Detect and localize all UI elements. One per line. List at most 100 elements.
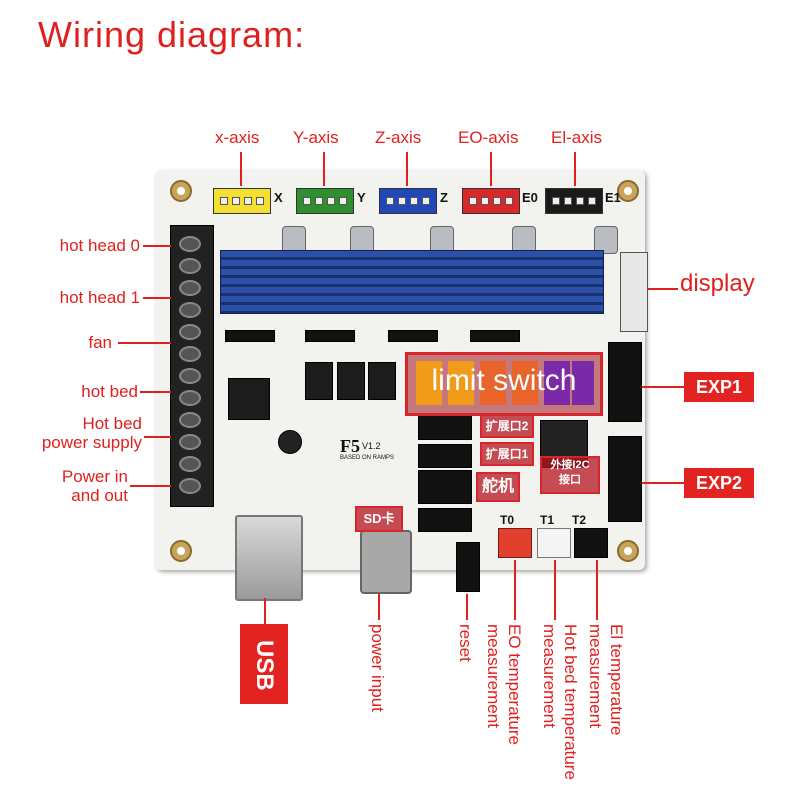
e1-axis-connector — [545, 188, 603, 214]
label-e0-temp: EO temperature measurement — [484, 624, 524, 745]
mosfet — [228, 378, 270, 420]
mosfet — [368, 362, 396, 400]
sd-card-tag: SD卡 — [355, 506, 403, 532]
i2c-tag-line2: 接口 — [559, 474, 581, 486]
connector-label-x: X — [274, 190, 283, 205]
mounting-hole — [617, 180, 639, 202]
label-e1-temp-line1: El temperature — [607, 624, 626, 736]
limit-connector — [512, 361, 538, 405]
limit-switch-label: limit switch — [431, 364, 577, 397]
usb-port — [235, 515, 303, 601]
limit-connector — [572, 361, 594, 405]
pin-header — [225, 330, 275, 342]
y-axis-connector — [296, 188, 354, 214]
label-reset: reset — [456, 624, 475, 662]
pointer-line — [140, 391, 171, 393]
connector-label-e1: E1 — [605, 190, 621, 205]
label-e1-axis: El-axis — [551, 128, 603, 147]
pointer-line — [642, 386, 684, 388]
label-x-axis: x-axis — [215, 128, 260, 147]
pointer-line — [574, 152, 576, 186]
capacitor — [430, 226, 454, 254]
label-e0-temp-line2: measurement — [484, 624, 503, 728]
label-e1-temp-line2: measurement — [586, 624, 605, 728]
pointer-line — [240, 152, 242, 186]
pin-header — [305, 330, 355, 342]
label-power-input: power input — [368, 624, 387, 712]
pointer-line — [143, 297, 171, 299]
capacitor — [594, 226, 618, 254]
dc-power-jack — [360, 530, 412, 594]
pointer-line — [642, 482, 684, 484]
label-z-axis: Z-axis — [375, 128, 422, 147]
limit-connector — [448, 361, 474, 405]
label-y-axis: Y-axis — [293, 128, 339, 147]
reset-button — [456, 542, 480, 592]
label-power-in-out-line1: Power in — [61, 467, 128, 486]
pointer-line — [143, 245, 171, 247]
limit-switch-overlay: limit switch — [405, 352, 603, 416]
exp1-badge: EXP1 — [684, 372, 754, 402]
mounting-hole — [617, 540, 639, 562]
inductor — [278, 430, 302, 454]
limit-connector — [416, 361, 442, 405]
pointer-line — [118, 342, 171, 344]
label-e0-axis: EO-axis — [458, 128, 519, 147]
limit-connector — [480, 361, 506, 405]
e0-axis-connector — [462, 188, 520, 214]
pin-header — [470, 330, 520, 342]
pointer-line — [554, 560, 556, 620]
label-hot-bed-power-line2: power supply — [41, 433, 142, 452]
connector-label-e0: E0 — [522, 190, 538, 205]
t0-label: T0 — [500, 513, 515, 527]
pointer-line — [323, 152, 325, 186]
aux1-header — [418, 444, 472, 468]
connector-label-y: Y — [357, 190, 366, 205]
label-hot-head-1: hot head 1 — [59, 288, 140, 307]
limit-connector — [544, 361, 570, 405]
i2c-tag: 外接I2C 接口 — [540, 456, 600, 494]
board-model: F5 — [340, 436, 360, 456]
pointer-line — [490, 152, 492, 186]
pin-header — [388, 330, 438, 342]
screw-terminal-block — [170, 225, 214, 507]
pointer-line — [378, 594, 380, 620]
label-hot-bed-power: Hot bed power supply — [42, 414, 142, 452]
usb-badge: USB — [240, 624, 288, 704]
t1-connector — [537, 528, 571, 558]
capacitor — [350, 226, 374, 254]
mounting-hole — [170, 180, 192, 202]
display-connector — [620, 252, 648, 332]
board-based-on: BASED ON RAMPS — [340, 455, 395, 461]
z-axis-connector — [379, 188, 437, 214]
label-e0-temp-line1: EO temperature — [505, 624, 524, 745]
t2-label: T2 — [572, 513, 587, 527]
icsp-header — [418, 508, 472, 532]
pointer-line — [648, 288, 678, 290]
label-hot-bed-power-line1: Hot bed — [82, 414, 142, 433]
exp1-header — [608, 342, 642, 422]
label-display: display — [680, 270, 755, 297]
exp2-header — [608, 436, 642, 522]
label-bed-temp: Hot bed temperature measurement — [540, 624, 580, 780]
aux1-tag: 扩展口1 — [480, 442, 534, 466]
connector-label-z: Z — [440, 190, 448, 205]
usb-badge-label: USB — [251, 639, 278, 691]
t1-label: T1 — [540, 513, 555, 527]
servo-header — [418, 470, 472, 504]
stepper-driver-heatsink — [220, 250, 604, 314]
exp2-badge: EXP2 — [684, 468, 754, 498]
label-power-in-out-line2: and out — [71, 486, 128, 505]
diagram-title: Wiring diagram: — [38, 14, 306, 55]
aux2-tag: 扩展口2 — [480, 414, 534, 438]
aux2-header — [418, 414, 472, 440]
pointer-line — [514, 560, 516, 620]
servo-tag: 舵机 — [476, 472, 520, 502]
mosfet — [337, 362, 365, 400]
pointer-line — [596, 560, 598, 620]
pointer-line — [130, 485, 171, 487]
pointer-line — [264, 598, 266, 624]
label-e1-temp: El temperature measurement — [586, 624, 626, 736]
label-bed-temp-line1: Hot bed temperature — [561, 624, 580, 780]
t0-connector — [498, 528, 532, 558]
